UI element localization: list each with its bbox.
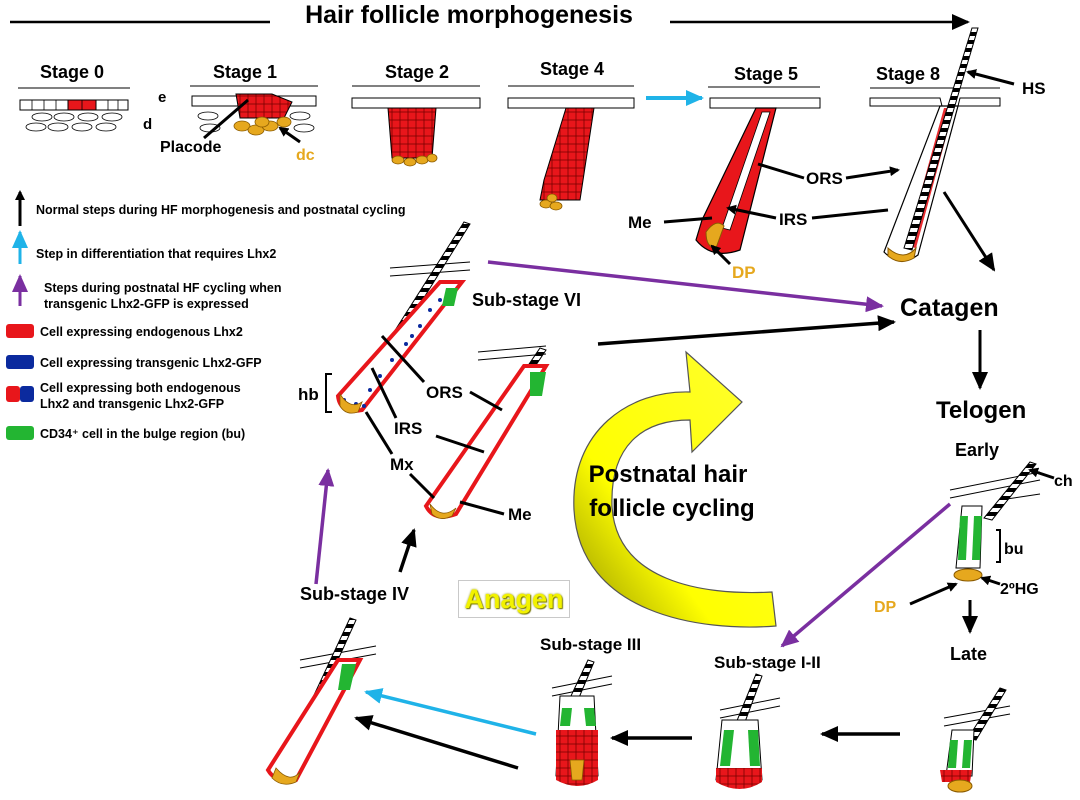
label-substage-i-ii: Sub-stage I-II <box>714 653 821 672</box>
legend-blue-arrow-text: Step in differentiation that requires Lh… <box>36 247 276 261</box>
substage-iv-follicle <box>265 617 377 785</box>
irs-top-pointer-right <box>811 208 889 220</box>
legend-blue-text: Cell expressing transgenic Lhx2-GFP <box>40 356 262 370</box>
telogen-to-substage-i-ii-purple-arrow <box>780 502 952 648</box>
substage-iv-to-mid-arrow <box>398 528 417 573</box>
label-early: Early <box>955 440 999 460</box>
postnatal-label-line-2: follicle cycling <box>589 495 754 522</box>
label-d: d <box>143 116 152 133</box>
label-ors-top: ORS <box>806 169 843 188</box>
legend-both-swatch-red <box>6 386 20 402</box>
me-mid-pointer <box>459 500 505 516</box>
irs-mid-pointer-right <box>435 434 485 454</box>
hb-bracket <box>325 373 332 413</box>
anagen-label-box: Anagen <box>458 580 570 618</box>
substage-i-ii-follicle <box>715 673 781 789</box>
irs-mid-pointer-left <box>370 367 398 419</box>
substage-vi-follicle <box>335 221 471 414</box>
ors-top-pointer-left <box>757 162 805 180</box>
label-mx: Mx <box>390 455 414 474</box>
legend-purple-arrow-text-1: Steps during postnatal HF cycling when <box>44 281 282 295</box>
label-dc: dc <box>296 147 315 164</box>
substage-iii-to-iv-blue-arrow <box>364 688 537 736</box>
dp-right-pointer <box>909 582 958 606</box>
label-ors-mid: ORS <box>426 383 463 402</box>
bu-bracket <box>996 529 1001 563</box>
stage-1-label: Stage 1 <box>213 62 277 82</box>
irs-top-pointer-left <box>726 204 777 220</box>
ors-mid-pointer-right <box>469 390 503 412</box>
early-telogen-follicle <box>949 461 1041 582</box>
label-telogen: Telogen <box>936 397 1026 424</box>
label-ch: ch <box>1054 473 1073 490</box>
label-bu: bu <box>1004 541 1024 558</box>
mid-anagen-follicle <box>423 345 550 519</box>
stage-1-placode <box>190 85 318 136</box>
legend-red-text: Cell expressing endogenous Lhx2 <box>40 325 243 339</box>
legend: Normal steps during HF morphogenesis and… <box>6 190 406 441</box>
substage-iii-to-iv-black-arrow <box>354 715 519 770</box>
label-dp-right: DP <box>874 599 897 616</box>
label-dp-top: DP <box>732 263 756 282</box>
stage-4-peg <box>507 85 635 211</box>
stage-4-label: Stage 4 <box>540 59 604 79</box>
label-catagen: Catagen <box>900 294 999 322</box>
mx-pointer-left <box>364 411 394 455</box>
label-me-top: Me <box>628 213 652 232</box>
legend-black-arrow-text: Normal steps during HF morphogenesis and… <box>36 203 406 217</box>
stage-8-label: Stage 8 <box>876 64 940 84</box>
label-placode: Placode <box>160 139 221 156</box>
ch-pointer <box>1028 467 1055 480</box>
legend-both-swatch-blue <box>20 386 34 402</box>
dc-pointer <box>278 126 301 144</box>
substage-vi-to-catagen-purple-arrow <box>487 260 884 313</box>
legend-red-swatch <box>6 324 34 338</box>
stage-2-germ <box>351 85 481 167</box>
label-irs-top: IRS <box>779 210 807 229</box>
me-top-pointer <box>663 216 713 224</box>
label-2hg: 2ºHG <box>1000 581 1039 598</box>
label-hb: hb <box>298 385 319 404</box>
mid-to-catagen-black-arrow <box>597 315 896 346</box>
late-telogen-follicle <box>940 687 1011 793</box>
placode-pointer <box>203 98 249 140</box>
stage-5-label: Stage 5 <box>734 64 798 84</box>
stage-8-follicle <box>869 27 1001 262</box>
ors-mid-pointer-left <box>380 334 426 384</box>
label-substage-vi: Sub-stage VI <box>472 290 581 310</box>
anagen-label: Anagen <box>464 583 564 614</box>
label-e: e <box>158 89 166 106</box>
stage-0-label: Stage 0 <box>40 62 104 82</box>
postnatal-cycling-arrow <box>573 350 777 628</box>
legend-both-text-1: Cell expressing both endogenous <box>40 381 241 395</box>
legend-green-swatch <box>6 426 34 440</box>
label-late: Late <box>950 644 987 664</box>
title: Hair follicle morphogenesis <box>305 1 633 29</box>
hg-pointer <box>980 575 1001 586</box>
label-me-mid: Me <box>508 505 532 524</box>
label-substage-iv: Sub-stage IV <box>300 584 409 604</box>
stage-0-skin <box>18 87 130 132</box>
stage8-to-catagen-arrow <box>942 191 996 272</box>
mx-pointer-right <box>408 472 436 500</box>
stage-2-label: Stage 2 <box>385 62 449 82</box>
legend-both-text-2: Lhx2 and transgenic Lhx2-GFP <box>40 397 224 411</box>
label-hs: HS <box>1022 79 1046 98</box>
legend-purple-arrow-text-2: transgenic Lhx2-GFP is expressed <box>44 297 249 311</box>
stage-5-follicle <box>695 86 821 254</box>
postnatal-label-line-1: Postnatal hair <box>589 461 748 488</box>
ors-top-pointer-right <box>845 166 900 180</box>
legend-blue-swatch <box>6 355 34 369</box>
label-substage-iii: Sub-stage III <box>540 635 641 654</box>
label-irs-mid: IRS <box>394 419 422 438</box>
substage-iv-to-vi-purple-arrow <box>314 468 335 585</box>
dp-top-pointer <box>710 244 732 266</box>
legend-green-text: CD34⁺ cell in the bulge region (bu) <box>40 427 245 441</box>
substage-iii-follicle <box>551 659 613 786</box>
hs-pointer <box>966 69 1015 86</box>
